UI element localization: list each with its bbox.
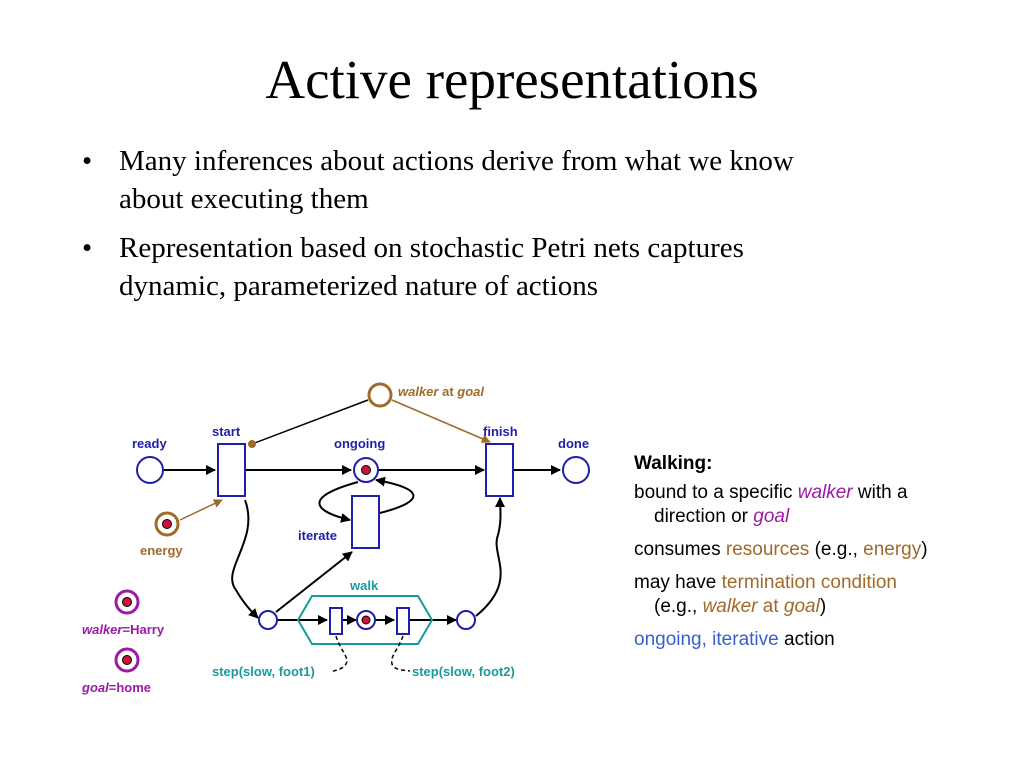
- token-walk-mid: [361, 615, 371, 625]
- arc-ongoing-iterate: [318, 481, 359, 523]
- text: ): [819, 596, 827, 617]
- label-ready: ready: [132, 436, 167, 451]
- text: action: [778, 629, 835, 650]
- walking-line-bound: bound to a specific walker with a direct…: [634, 481, 964, 529]
- place-walk-out: [456, 610, 476, 630]
- bullet-marker: •: [82, 145, 93, 177]
- text-ongoing-iterative: ongoing, iterative: [634, 629, 779, 650]
- param-token-goal: [122, 655, 132, 665]
- text-energy: energy: [863, 539, 922, 560]
- place-done: [562, 456, 590, 484]
- text: at: [757, 596, 784, 617]
- walking-line-consumes: consumes resources (e.g., energy): [634, 538, 964, 562]
- arc-walkout-finish: [475, 497, 506, 617]
- walking-description: Walking: bound to a specific walker with…: [634, 452, 964, 661]
- param-walker-label: walker=Harry: [82, 622, 165, 637]
- label-step2: step(slow, foot2): [412, 664, 515, 679]
- arc-iterate-ongoing: [375, 476, 415, 514]
- indent-line: (e.g., walker at goal): [634, 595, 964, 619]
- param-goal-var: goal: [81, 680, 109, 695]
- bullet-text: Representation based on stochastic Petri…: [119, 232, 744, 264]
- arc-start-walk: [231, 499, 259, 619]
- place-walk-in: [258, 610, 278, 630]
- transition-step1: [329, 607, 343, 635]
- label-start: start: [212, 424, 241, 439]
- text: consumes: [634, 539, 726, 560]
- param-walker-value: =Harry: [122, 622, 164, 637]
- text: (e.g.,: [654, 596, 703, 617]
- token-energy: [162, 519, 172, 529]
- slide-title: Active representations: [265, 49, 759, 110]
- goal-arc-dot: [248, 440, 256, 448]
- text-termination: termination condition: [721, 572, 897, 593]
- token-ongoing: [361, 465, 371, 475]
- bullet-text: Many inferences about actions derive fro…: [119, 145, 794, 177]
- text: may have: [634, 572, 722, 593]
- text: ): [921, 539, 928, 560]
- goal-place-var: walker: [398, 384, 439, 399]
- place-ready: [136, 456, 164, 484]
- param-token-walker: [122, 597, 132, 607]
- label-iterate: iterate: [298, 528, 337, 543]
- step2-link: [390, 635, 411, 672]
- walking-line-ongoing: ongoing, iterative action: [634, 628, 964, 652]
- transition-iterate: [351, 495, 380, 549]
- text-walker: walker: [702, 596, 758, 617]
- bullet-text: dynamic, parameterized nature of actions: [119, 270, 599, 302]
- place-goal: [367, 382, 393, 408]
- text-walker: walker: [797, 482, 853, 503]
- transition-step2: [396, 607, 410, 635]
- bullet-item: • Representation based on stochastic Pet…: [82, 229, 952, 305]
- arc-start-goal: [251, 399, 369, 445]
- arc-walk-iterate: [275, 551, 353, 613]
- param-goal-label: goal=home: [81, 680, 151, 695]
- label-finish: finish: [483, 424, 518, 439]
- bullet-list: • Many inferences about actions derive f…: [82, 142, 952, 316]
- text-goal: goal: [783, 596, 820, 617]
- label-done: done: [558, 436, 589, 451]
- label-goal-place: walker at goal: [398, 384, 484, 399]
- bullet-text: about executing them: [119, 183, 369, 215]
- param-walker-var: walker: [82, 622, 123, 637]
- walking-line-termination: may have termination condition (e.g., wa…: [634, 571, 964, 619]
- transition-finish: [485, 443, 514, 497]
- goal-place-mid: at: [438, 384, 457, 399]
- text: direction or: [654, 506, 754, 527]
- text-goal: goal: [753, 506, 790, 527]
- text-resources: resources: [725, 539, 810, 560]
- param-goal-value: =home: [109, 680, 151, 695]
- text: (e.g.,: [809, 539, 864, 560]
- text: bound to a specific: [634, 482, 798, 503]
- walk-subnet-box: [296, 595, 434, 645]
- goal-place-var2: goal: [456, 384, 484, 399]
- walking-heading: Walking:: [634, 453, 713, 474]
- label-step1: step(slow, foot1): [212, 664, 315, 679]
- text: with a: [852, 482, 908, 503]
- label-ongoing: ongoing: [334, 436, 385, 451]
- indent-line: direction or goal: [634, 505, 964, 529]
- arc-goal-finish: [391, 399, 491, 443]
- bullet-marker: •: [82, 232, 93, 264]
- walk-label: walk: [349, 578, 379, 593]
- transition-start: [217, 443, 246, 497]
- label-energy: energy: [140, 543, 183, 558]
- arc-energy-start: [179, 499, 223, 521]
- step1-link: [329, 635, 348, 673]
- bullet-item: • Many inferences about actions derive f…: [82, 142, 952, 218]
